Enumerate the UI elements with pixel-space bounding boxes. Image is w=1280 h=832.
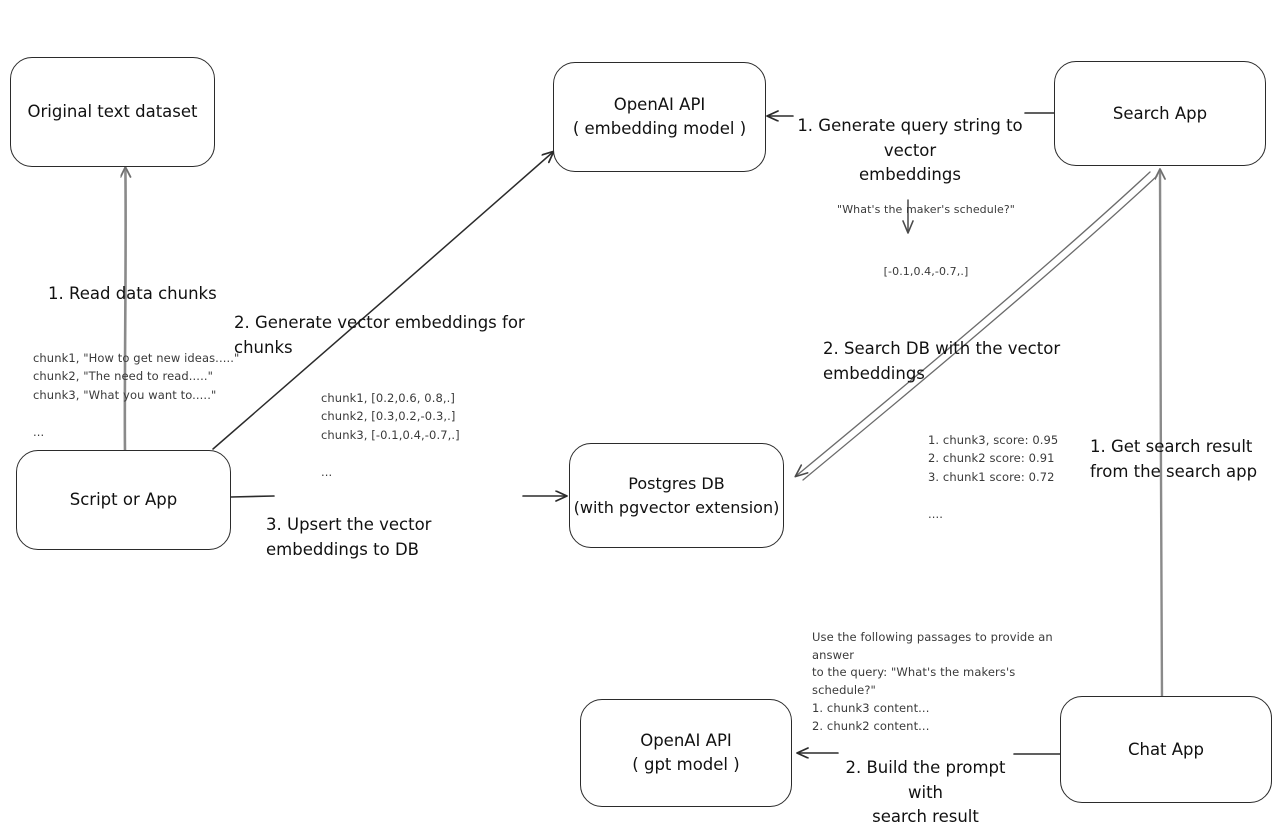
edge-label-upsert-to-db: 3. Upsert the vector embeddings to DB [266, 514, 432, 559]
edge-label-build-prompt: 2. Build the prompt with search result [845, 757, 1006, 827]
node-script-or-app[interactable]: Script or App [16, 450, 231, 550]
node-chat-app-label: Chat App [1127, 739, 1205, 759]
edge-label-generate-query-string: 1. Generate query string to vector embed… [797, 115, 1023, 185]
note-query-string: "What's the maker's schedule?" [837, 202, 1015, 216]
note-prompt-text: Use the following passages to provide an… [812, 629, 1053, 733]
edge-label-search-db: 2. Search DB with the vector embeddings [823, 338, 1061, 383]
node-chat-app[interactable]: Chat App [1060, 696, 1272, 803]
note-chunk-embeddings: chunk1, [0.2,0.6, 0.8,.] chunk2, [0.3,0.… [321, 390, 460, 480]
note-query-vector: [-0.1,0.4,-0.7,.] [883, 264, 969, 278]
note-search-scores: 1. chunk3, score: 0.95 2. chunk2 score: … [928, 432, 1059, 522]
node-openai-gpt-model[interactable]: OpenAI API ( gpt model ) [580, 699, 792, 807]
edge-label-read-data-chunks: 1. Read data chunks [48, 283, 217, 303]
node-original-text-dataset[interactable]: Original text dataset [10, 57, 215, 167]
node-search-app-label: Search App [1112, 103, 1208, 123]
node-search-app[interactable]: Search App [1054, 61, 1266, 166]
node-openai-embedding-model[interactable]: OpenAI API ( embedding model ) [553, 62, 766, 172]
edge-label-generate-vector-embeddings: 2. Generate vector embeddings for chunks [234, 312, 525, 357]
node-original-text-dataset-label: Original text dataset [27, 102, 198, 122]
node-script-or-app-label: Script or App [69, 490, 178, 510]
note-raw-chunks: chunk1, "How to get new ideas....." chun… [33, 350, 240, 440]
node-openai-embedding-model-label: OpenAI API ( embedding model ) [572, 95, 747, 138]
node-postgres-db[interactable]: Postgres DB (with pgvector extension) [569, 443, 784, 548]
node-openai-gpt-model-label: OpenAI API ( gpt model ) [632, 731, 740, 774]
node-postgres-db-label: Postgres DB (with pgvector extension) [573, 474, 780, 517]
